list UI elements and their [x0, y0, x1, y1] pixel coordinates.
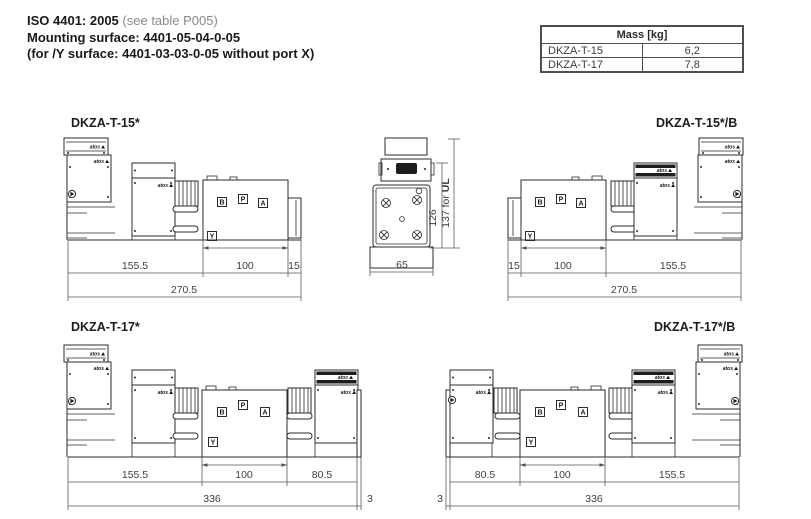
- dim-seg1: 155.5: [122, 260, 148, 272]
- driver-assembly: [692, 345, 742, 457]
- drawing-end-view: 126 137 for UL 65: [369, 137, 460, 276]
- mass-table-title: Mass [kg]: [540, 25, 744, 44]
- dimensions: 15 100 155.5 270.5: [507, 238, 742, 301]
- dim-end: 3: [437, 493, 443, 505]
- drawing-title-t15: DKZA-T-15*: [71, 116, 140, 130]
- end-view-dimensions: 126 137 for UL 65: [369, 138, 460, 276]
- pilot-stage-1: [608, 370, 675, 457]
- mass-table: Mass [kg] DKZA-T-15 6,2 DKZA-T-17 7,8: [540, 25, 744, 73]
- dim-total: 270.5: [611, 284, 637, 296]
- drawing-dkza-t15b: 15 100 155.5 270.5: [507, 135, 795, 301]
- drawing-title-t17b: DKZA-T-17*/B: [654, 320, 736, 334]
- dim-total: 336: [203, 493, 221, 505]
- drawing-dkza-t15: 155.5 100 15 270.5: [30, 135, 302, 301]
- dim-seg3: 15: [288, 260, 300, 272]
- dim-seg2: 100: [554, 260, 572, 272]
- dim-seg1: 15: [508, 260, 520, 272]
- pilot-stage-2: [286, 370, 362, 458]
- dim-seg1: 155.5: [122, 469, 148, 481]
- table-row: DKZA-T-17 7,8: [540, 57, 744, 73]
- table-row: DKZA-T-15 6,2: [540, 43, 744, 58]
- main-valve-body: [519, 385, 606, 458]
- main-valve-body: [507, 175, 607, 242]
- drawing-dkza-t17: 155.5 100 80.5 336 3: [30, 338, 373, 510]
- end-view-body: [369, 137, 435, 269]
- dim-seg2: 100: [236, 260, 254, 272]
- model-cell: DKZA-T-15: [540, 43, 643, 58]
- iso-note: (see table P005): [122, 13, 218, 28]
- dim-height-126: 126: [427, 209, 439, 227]
- dim-total: 270.5: [171, 284, 197, 296]
- drawing-title-t17: DKZA-T-17*: [71, 320, 140, 334]
- drawing-dkza-t17b: 80.5 100 155.5 336 3: [437, 338, 778, 510]
- mounting-surface-line: Mounting surface: 4401-05-04-0-05: [27, 29, 241, 45]
- model-cell: DKZA-T-17: [540, 57, 643, 73]
- driver-assembly: [64, 345, 115, 457]
- mass-cell: 7,8: [641, 57, 744, 73]
- pilot-stage-1: [132, 370, 199, 457]
- dim-end: 3: [367, 493, 373, 505]
- dim-seg3: 155.5: [660, 260, 686, 272]
- main-valve-body: [202, 175, 302, 242]
- dimensions: 155.5 100 80.5 336 3: [67, 457, 373, 510]
- pilot-stage: [610, 163, 677, 240]
- dim-total: 336: [585, 493, 603, 505]
- iso-line: ISO 4401: 2005 (see table P005): [27, 13, 314, 30]
- dim-seg3: 80.5: [312, 469, 333, 481]
- dim-seg2: 100: [235, 469, 253, 481]
- iso-standard: ISO 4401: 2005: [27, 13, 119, 28]
- dim-width-65: 65: [396, 259, 408, 271]
- y-surface-line: (for /Y surface: 4401-03-03-0-05 without…: [27, 46, 315, 61]
- dimensions: 155.5 100 15 270.5: [67, 238, 302, 301]
- main-valve-body: [201, 385, 288, 458]
- driver-assembly: [64, 138, 115, 240]
- dimensions: 80.5 100 155.5 336 3: [437, 457, 740, 510]
- dim-seg1: 80.5: [475, 469, 496, 481]
- end-plate: [356, 389, 362, 458]
- base-block: [369, 246, 434, 269]
- end-cap: [287, 197, 302, 239]
- drawing-title-t15b: DKZA-T-15*/B: [656, 116, 738, 130]
- mass-cell: 6,2: [641, 43, 744, 58]
- pilot-stage: [132, 163, 199, 240]
- dim-seg2: 100: [553, 469, 571, 481]
- end-cap: [507, 197, 522, 239]
- dim-height-137-ul: 137 for UL: [440, 178, 452, 228]
- driver-assembly: [694, 138, 743, 240]
- dim-seg3: 155.5: [659, 469, 685, 481]
- dsub-connector-icon: [396, 163, 417, 174]
- header-block: ISO 4401: 2005 (see table P005) Mounting…: [27, 13, 314, 63]
- pilot-stage-2: [445, 370, 521, 458]
